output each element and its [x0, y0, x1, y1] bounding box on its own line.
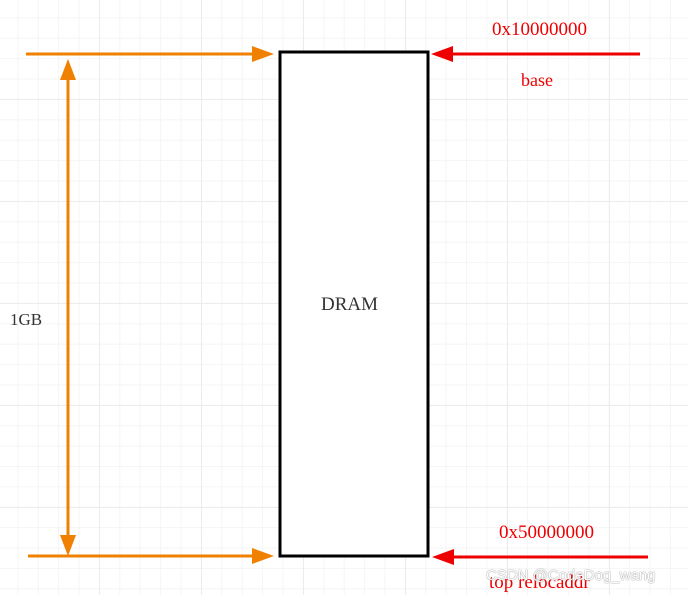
bottom-note-label: top relocaddr	[489, 572, 590, 593]
size-label: 1GB	[10, 310, 43, 329]
dram-label: DRAM	[321, 294, 379, 315]
top-left-arrow	[26, 46, 274, 62]
bottom-left-arrow	[28, 548, 274, 564]
bottom-address-label: 0x50000000	[499, 522, 594, 543]
base-label: base	[521, 70, 553, 90]
size-span-arrow	[60, 59, 76, 556]
top-address-label: 0x10000000	[492, 19, 587, 40]
watermark: CSDN @CodeDog_wang	[486, 567, 656, 584]
dram-box	[278, 50, 430, 558]
top-right-arrow	[431, 46, 640, 62]
bottom-right-arrow	[432, 549, 648, 565]
